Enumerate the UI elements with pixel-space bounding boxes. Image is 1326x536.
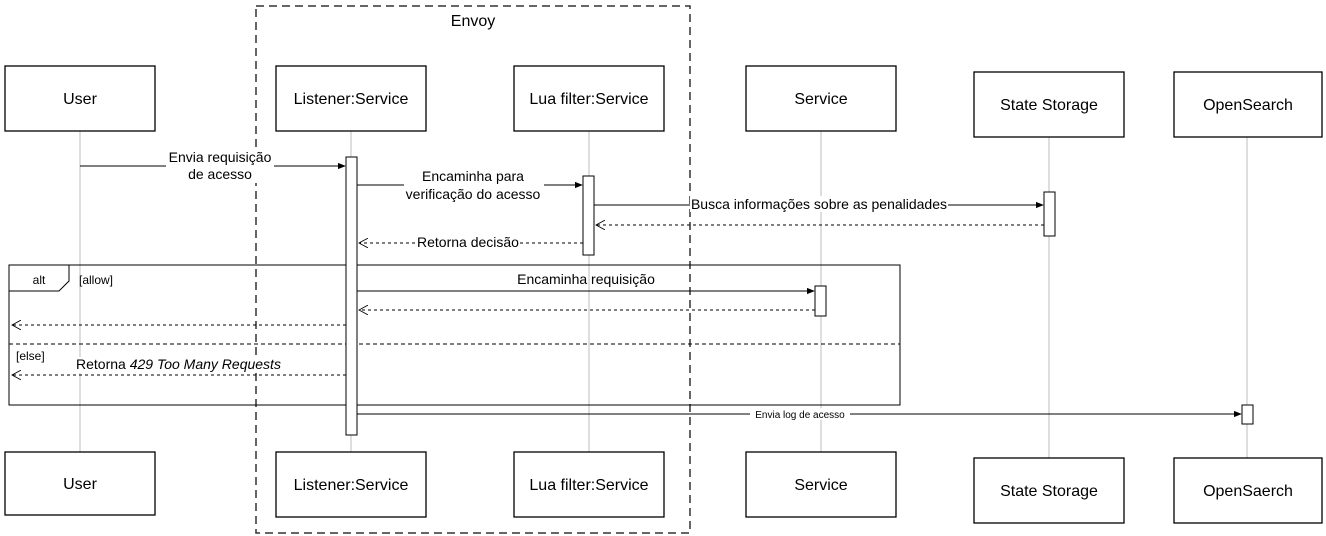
- participant-user-top[interactable]: User: [4, 65, 156, 132]
- activation-storage: [1043, 191, 1056, 237]
- activation-opensearch: [1241, 404, 1254, 425]
- alt-operator: alt: [33, 273, 46, 287]
- participant-label: State Storage: [1000, 97, 1098, 114]
- activation-service: [814, 285, 827, 317]
- participant-service-top[interactable]: Service: [745, 65, 897, 132]
- participant-label: Listener:Service: [294, 91, 409, 108]
- message-label: de acesso: [188, 166, 252, 182]
- participant-label: User: [63, 476, 97, 493]
- message-label: Encaminha requisição: [517, 271, 655, 287]
- participant-label: Lua filter:Service: [529, 91, 648, 108]
- message-envia-requisicao: Envia requisição de acesso: [80, 149, 346, 183]
- message-encaminha-requisicao: Encaminha requisição: [357, 271, 815, 295]
- envoy-group: Envoy: [255, 5, 691, 534]
- participant-listener-bottom[interactable]: Listener:Service: [275, 451, 427, 518]
- message-label: Retorna decisão: [417, 234, 519, 250]
- participant-lua-bottom[interactable]: Lua filter:Service: [513, 451, 665, 518]
- participant-label: OpenSaerch: [1203, 483, 1293, 500]
- participant-label: Service: [794, 477, 847, 494]
- alt-guard-allow: [allow]: [79, 273, 113, 287]
- participant-listener-top[interactable]: Listener:Service: [275, 65, 427, 132]
- message-label: Retorna 429 Too Many Requests: [76, 356, 281, 372]
- participant-user-bottom[interactable]: User: [4, 451, 156, 516]
- message-label-status: 429 Too Many Requests: [130, 356, 281, 372]
- participant-storage-top[interactable]: State Storage: [973, 71, 1125, 138]
- message-label: Encaminha para: [422, 168, 524, 184]
- participant-label: Lua filter:Service: [529, 477, 648, 494]
- message-label: Busca informações sobre as penalidades: [691, 196, 947, 212]
- participant-storage-bottom[interactable]: State Storage: [973, 457, 1125, 524]
- envoy-group-title: Envoy: [451, 13, 495, 30]
- participant-opensearch-top[interactable]: OpenSearch: [1173, 71, 1323, 138]
- participant-label: Service: [794, 91, 847, 108]
- message-envia-log: Envia log de acesso: [357, 408, 1242, 421]
- participant-label: User: [63, 91, 97, 108]
- message-encaminha-verificacao: Encaminha para verificação do acesso: [357, 167, 583, 203]
- message-label: Envia requisição: [169, 149, 272, 165]
- alt-guard-else: [else]: [16, 349, 45, 363]
- participant-label: OpenSearch: [1203, 97, 1293, 114]
- alt-frame: alt [allow] [else]: [8, 264, 901, 406]
- activation-lua: [582, 175, 595, 256]
- participant-opensearch-bottom[interactable]: OpenSaerch: [1173, 457, 1323, 524]
- participant-label: Listener:Service: [294, 477, 409, 494]
- message-retorna-decisao: Retorna decisão: [359, 234, 583, 250]
- message-busca-penalidades: Busca informações sobre as penalidades: [594, 196, 1044, 212]
- participant-label: State Storage: [1000, 483, 1098, 500]
- participant-lua-top[interactable]: Lua filter:Service: [513, 65, 665, 132]
- message-retorna-429: Retorna 429 Too Many Requests: [12, 356, 346, 375]
- message-label-prefix: Retorna: [76, 356, 130, 372]
- activation-listener: [345, 156, 358, 436]
- message-label: Envia log de acesso: [755, 410, 845, 421]
- message-label: verificação do acesso: [406, 186, 541, 202]
- participant-service-bottom[interactable]: Service: [745, 451, 897, 518]
